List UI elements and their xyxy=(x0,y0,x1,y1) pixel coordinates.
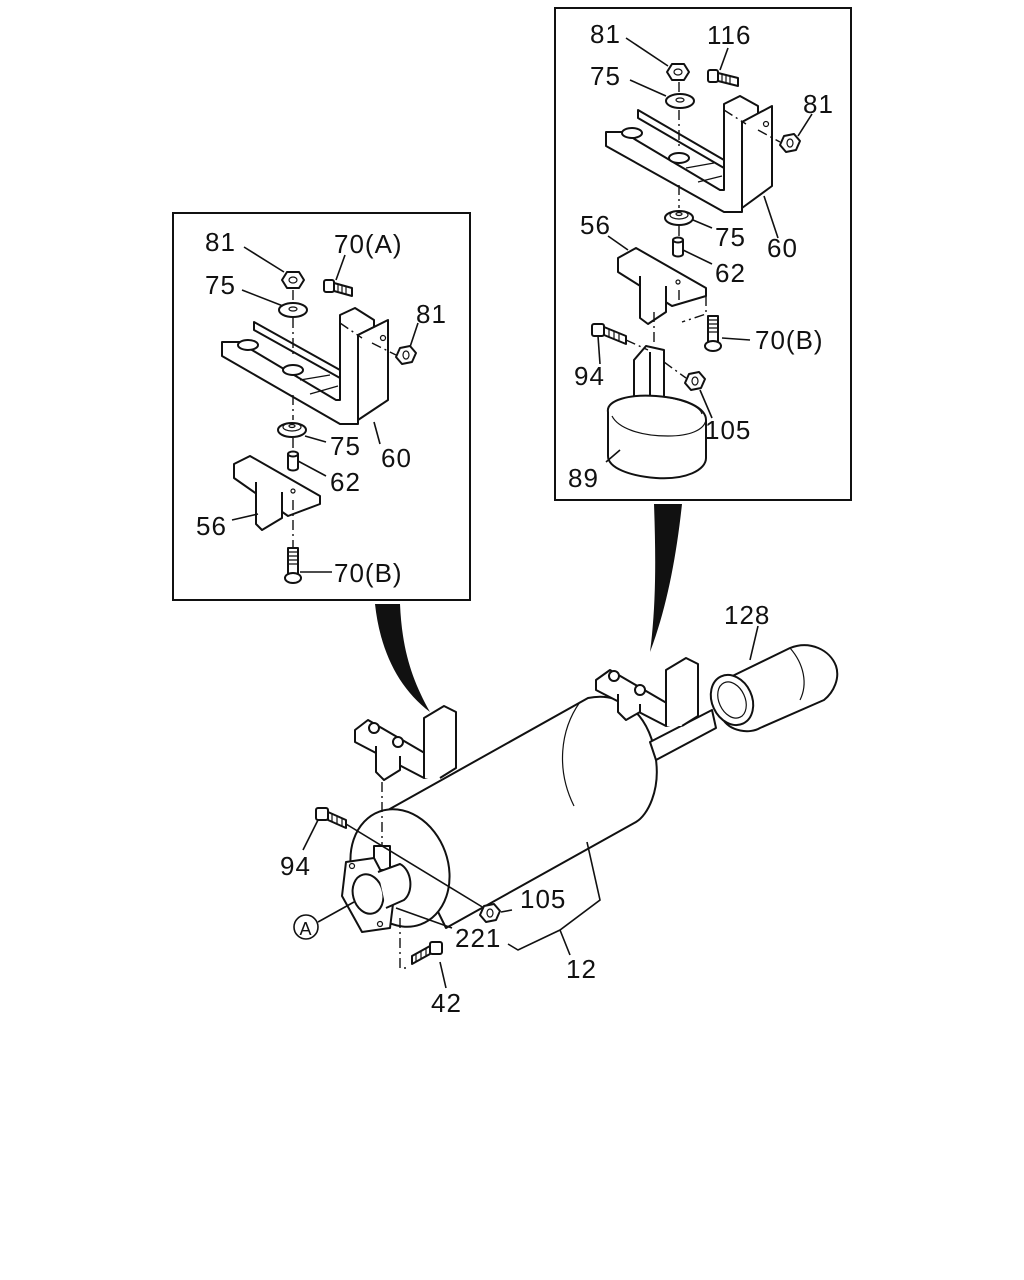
main-assembly: A 128 94 105 221 12 42 xyxy=(280,600,839,1018)
left-label-collar: 62 xyxy=(330,467,361,497)
right-bracket-lower xyxy=(617,247,707,325)
tail-pipe xyxy=(709,644,839,733)
right-label-clamp-band: 89 xyxy=(568,463,599,493)
right-label-clamp-nut: 105 xyxy=(705,415,751,445)
right-inset: 81 116 75 81 75 60 56 62 70(B) 94 105 89 xyxy=(554,7,852,501)
right-inset-pointer xyxy=(650,504,682,652)
main-bolt-bottom xyxy=(411,941,443,965)
right-label-bushing-lower: 75 xyxy=(715,222,746,252)
right-bracket-main xyxy=(605,95,773,213)
main-label-bolt-bottom: 42 xyxy=(431,988,462,1018)
right-label-bolt-top: 116 xyxy=(707,20,751,50)
left-label-washer-top: 75 xyxy=(205,270,236,300)
left-label-bolt-top: 70(A) xyxy=(334,229,403,259)
right-nut-side xyxy=(779,133,801,153)
main-label-gasket: 221 xyxy=(455,923,501,953)
right-label-nut-side: 81 xyxy=(803,89,834,119)
main-label-nut: 105 xyxy=(520,884,566,914)
left-bolt-top xyxy=(323,279,353,297)
main-right-bracket xyxy=(595,657,699,727)
right-bolt-lower xyxy=(704,315,722,352)
left-label-bracket-lower: 56 xyxy=(196,511,227,541)
left-label-nut-side: 81 xyxy=(416,299,447,329)
right-nut-top xyxy=(666,63,690,81)
left-nut-top xyxy=(281,271,305,289)
left-washer-top xyxy=(278,302,308,318)
right-clamp-bolt xyxy=(591,323,627,345)
main-left-bracket xyxy=(354,705,457,781)
right-collar xyxy=(672,236,684,258)
right-label-clamp-bolt: 94 xyxy=(574,361,605,391)
left-collar xyxy=(287,450,299,472)
right-label-nut-top: 81 xyxy=(590,19,621,49)
main-label-bolt: 94 xyxy=(280,851,311,881)
left-label-bushing-lower: 75 xyxy=(330,431,361,461)
left-bracket-main xyxy=(221,307,389,425)
main-label-muffler: 12 xyxy=(566,954,597,984)
right-label-washer-top: 75 xyxy=(590,61,621,91)
left-bracket-lower xyxy=(233,455,321,531)
right-bushing-lower xyxy=(664,210,694,226)
right-clamp-band xyxy=(606,345,707,480)
main-nut xyxy=(479,903,501,923)
main-inlet-flange xyxy=(341,857,412,933)
left-label-nut-top: 81 xyxy=(205,227,236,257)
right-inset-frame xyxy=(554,7,852,501)
reference-mark-a-label: A xyxy=(299,919,312,939)
left-label-bracket-main: 60 xyxy=(381,443,412,473)
left-inset-pointer xyxy=(375,604,430,712)
left-bushing-lower xyxy=(277,422,307,438)
right-label-bracket-lower: 56 xyxy=(580,210,611,240)
left-bolt-lower xyxy=(284,547,302,584)
right-bolt-top xyxy=(707,69,739,87)
right-label-bracket-main: 60 xyxy=(767,233,798,263)
left-nut-side xyxy=(395,345,417,365)
right-clamp-nut xyxy=(684,371,706,391)
main-bolt xyxy=(315,807,347,829)
left-inset: 81 70(A) 75 81 75 60 62 56 70(B) xyxy=(172,212,471,601)
left-inset-frame xyxy=(172,212,471,601)
right-label-bolt-lower: 70(B) xyxy=(755,325,824,355)
main-label-tail-pipe: 128 xyxy=(724,600,770,630)
left-label-bolt-lower: 70(B) xyxy=(334,558,403,588)
reference-mark-a: A xyxy=(293,914,319,940)
right-label-collar: 62 xyxy=(715,258,746,288)
right-washer-top xyxy=(665,93,695,109)
